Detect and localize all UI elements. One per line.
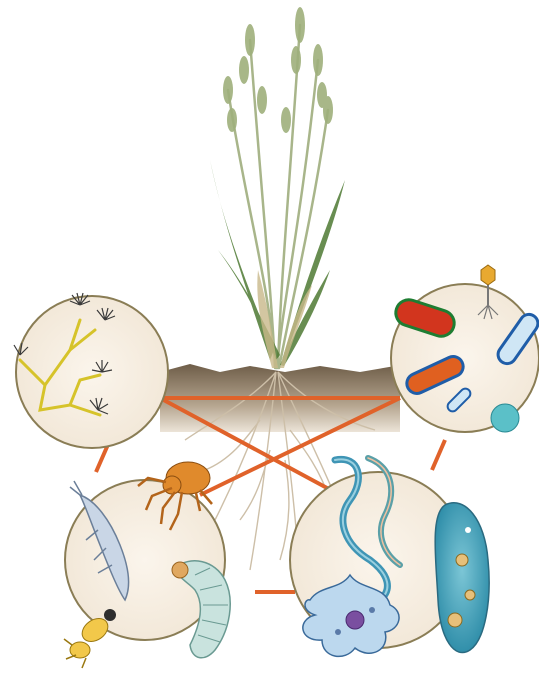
coccus-bacterium-icon — [491, 404, 519, 432]
fungi-circle — [14, 293, 168, 448]
connection-bacteria-nematodes — [432, 440, 445, 470]
grass-plant — [210, 7, 345, 368]
paramecium-icon — [435, 503, 489, 653]
bacteria-circle — [391, 265, 539, 432]
nematodes-protozoa-circle — [290, 458, 489, 656]
